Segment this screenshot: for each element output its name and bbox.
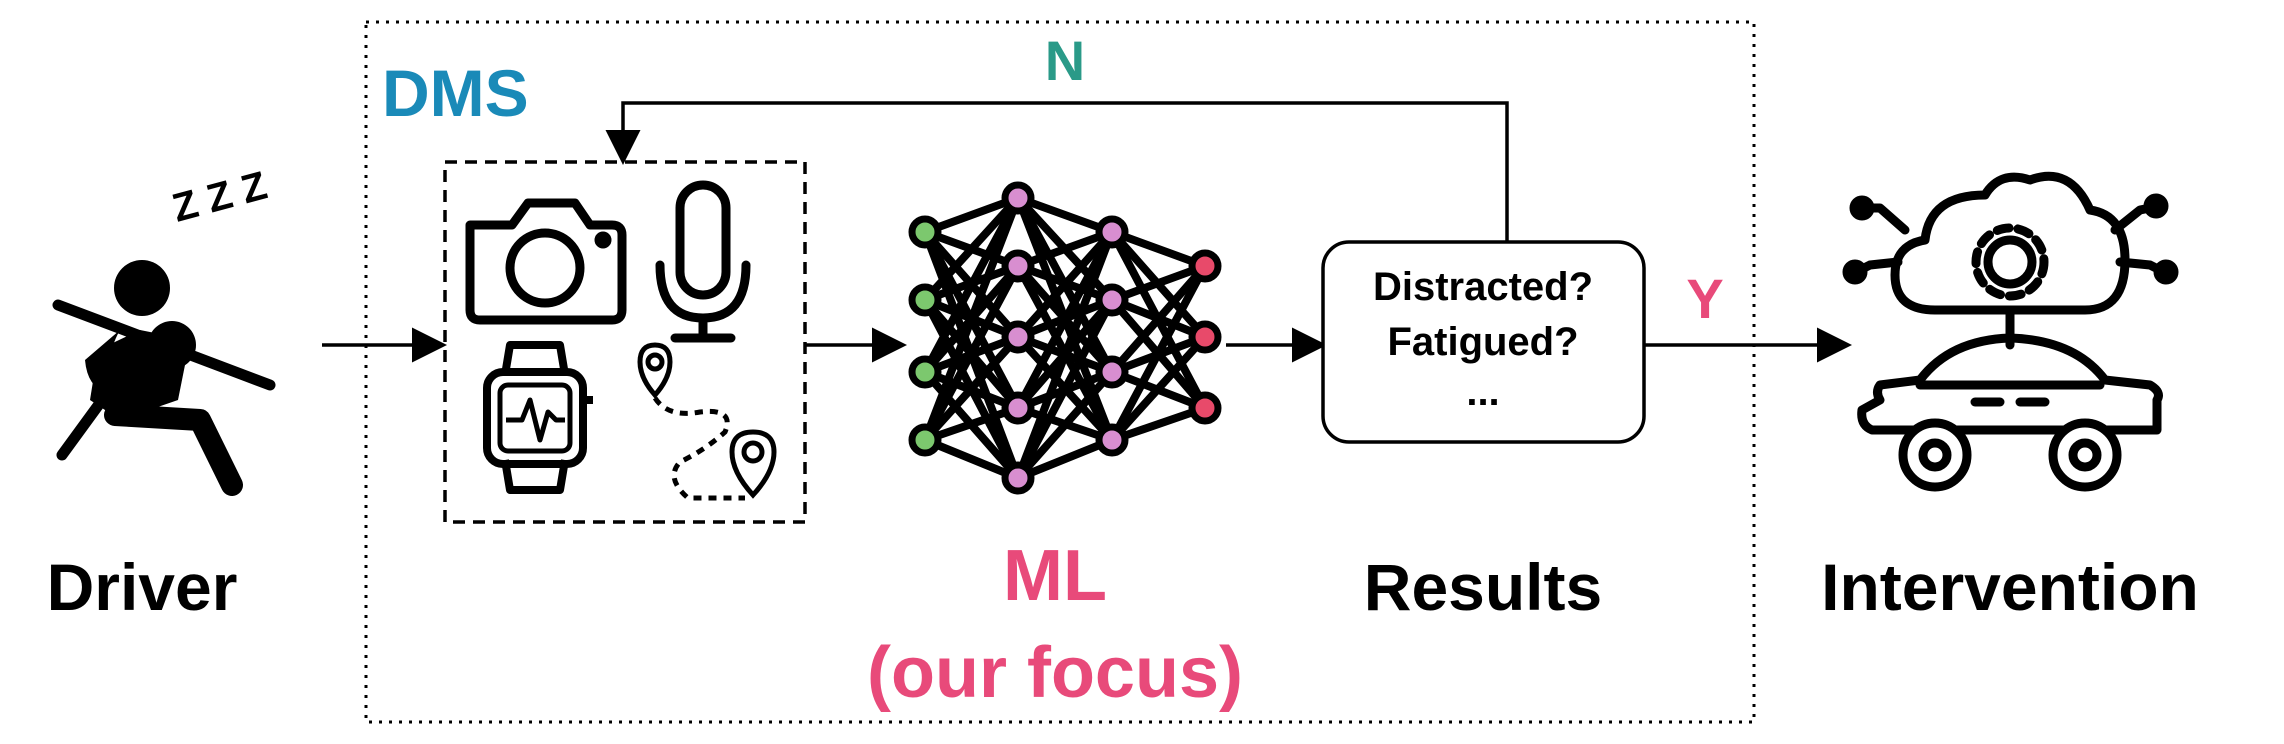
nn-node-l3-2: [1188, 391, 1222, 425]
gps-route-icon: [637, 342, 777, 501]
nn-edge-19: [921, 436, 1022, 482]
intervention-label: Intervention: [1821, 550, 2199, 624]
nn-node-l1-0: [1001, 181, 1035, 215]
results-box: [1321, 240, 1646, 444]
feedback-no-label: N: [1045, 29, 1085, 92]
yes-label: Y: [1686, 267, 1723, 330]
nn-edge-37: [1014, 296, 1116, 482]
camera-icon: [465, 198, 627, 325]
nn-node-l1-4: [1001, 461, 1035, 495]
connected-car-icon: [1842, 171, 2179, 492]
nn-node-l1-3: [1001, 391, 1035, 425]
nn-node-l1-1: [1001, 249, 1035, 283]
dms-boundary: [364, 20, 1756, 724]
nn-node-l0-2: [908, 355, 942, 389]
nn-edge-32: [1014, 228, 1116, 412]
sensors-box: [443, 160, 807, 524]
nn-node-l2-2: [1095, 355, 1129, 389]
driver-label: Driver: [47, 550, 238, 624]
nn-node-l0-3: [908, 423, 942, 457]
results-label: Results: [1364, 550, 1602, 624]
results-distracted: Distracted?: [1373, 265, 1593, 309]
nn-edge-28: [1014, 228, 1116, 341]
nn-edge-43: [1108, 262, 1209, 304]
neural-network-icon: [908, 181, 1222, 495]
nn-edge-0: [921, 194, 1022, 236]
feedback-no-arrow: [605, 101, 1509, 242]
sleeping-driver-icon: Z Z Z: [52, 163, 276, 496]
nn-node-l3-1: [1188, 320, 1222, 354]
nn-node-l0-1: [908, 283, 942, 317]
nn-node-l1-2: [1001, 320, 1035, 354]
nn-edge-16: [921, 262, 1022, 444]
nn-edge-24: [1014, 228, 1116, 270]
nn-edge-17: [921, 333, 1022, 444]
nn-edge-49: [1108, 262, 1209, 444]
nn-edge-20: [1014, 194, 1116, 236]
nn-node-l2-0: [1095, 215, 1129, 249]
nn-edge-36: [1014, 228, 1116, 482]
nn-node-l2-1: [1095, 283, 1129, 317]
nn-edge-38: [1014, 368, 1116, 482]
nn-node-l0-0: [908, 215, 942, 249]
microphone-icon: [655, 180, 751, 343]
nn-edge-5: [921, 194, 1022, 304]
nn-node-l2-3: [1095, 423, 1129, 457]
results-ellipsis: ...: [1466, 370, 1499, 414]
results-fatigued: Fatigued?: [1387, 320, 1578, 364]
ml-focus-label: (our focus): [867, 633, 1243, 713]
ml-label: ML: [1003, 536, 1107, 616]
nn-edge-46: [1108, 262, 1209, 376]
nn-edge-39: [1014, 436, 1116, 482]
nn-edge-50: [1108, 333, 1209, 444]
nn-edge-10: [921, 194, 1022, 376]
smartwatch-icon: [483, 341, 593, 494]
nn-edge-15: [921, 194, 1022, 444]
nn-node-l3-0: [1188, 249, 1222, 283]
sleep-z-icon: Z Z Z: [168, 163, 272, 230]
dms-label: DMS: [382, 56, 529, 130]
nn-edge-40: [1108, 228, 1209, 270]
